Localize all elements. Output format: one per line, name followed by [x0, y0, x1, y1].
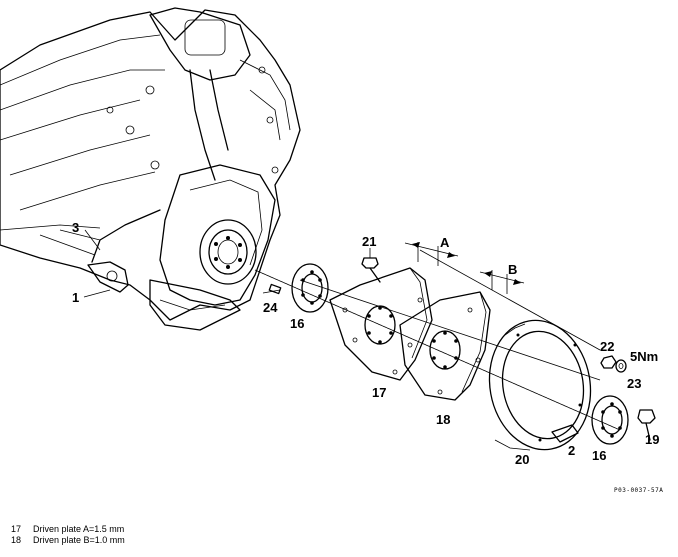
- callout-2: 2: [568, 443, 575, 458]
- driven-plate-18: [399, 291, 491, 401]
- spacer-disc-16-left: [291, 263, 329, 313]
- callout-17: 17: [372, 385, 386, 400]
- callout-21: 21: [362, 234, 376, 249]
- bolt-21: [361, 257, 381, 283]
- callout-23: 23: [627, 376, 641, 391]
- legend-text: Driven plate B=1.0 mm: [33, 535, 125, 545]
- torque-label: 5Nm: [630, 349, 658, 364]
- legend-row-17: 17 Driven plate A=1.5 mm: [11, 524, 124, 534]
- washer-23: [615, 359, 627, 373]
- callout-24: 24: [263, 300, 278, 315]
- leader-lines: [83, 229, 621, 431]
- legend-text: Driven plate A=1.5 mm: [33, 524, 125, 534]
- callout-3: 3: [72, 220, 79, 235]
- dimension-b: [479, 270, 525, 294]
- dimension-a: [404, 242, 459, 266]
- nut-22: [600, 355, 617, 369]
- driven-plate-17: [329, 267, 433, 381]
- callout-16-left: 16: [290, 316, 304, 331]
- callout-20: 20: [515, 452, 529, 467]
- reference-code: P03-0037-57A: [614, 487, 663, 494]
- callout-16-right: 16: [592, 448, 606, 463]
- ring-gear-20: [488, 319, 592, 451]
- bolt-19: [637, 409, 656, 441]
- dimension-a-label: A: [440, 235, 450, 250]
- callout-1: 1: [72, 290, 79, 305]
- spacer-disc-16-right: [591, 395, 629, 445]
- legend-row-18: 18 Driven plate B=1.0 mm: [11, 535, 125, 545]
- callout-18: 18: [436, 412, 450, 427]
- engine-block: [0, 7, 301, 331]
- legend-number: 18: [11, 535, 22, 545]
- legend-number: 17: [11, 524, 22, 534]
- callout-22: 22: [600, 339, 614, 354]
- dowel-pin-24: [268, 283, 282, 295]
- dimension-b-label: B: [508, 262, 517, 277]
- callout-19: 19: [645, 432, 659, 447]
